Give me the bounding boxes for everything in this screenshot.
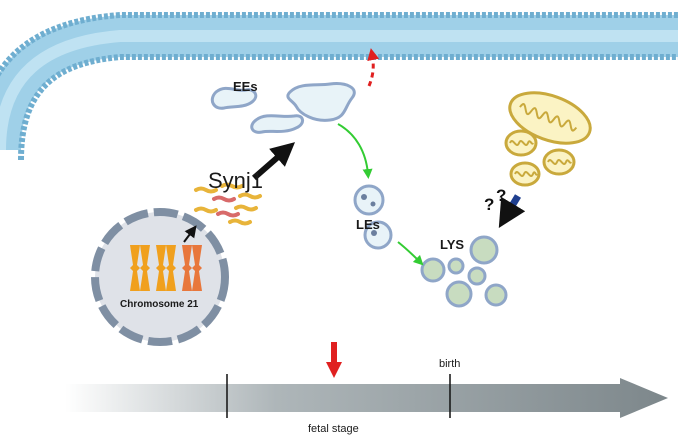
chromosome-3 [182, 245, 202, 291]
timeline [65, 342, 668, 418]
late-endosomes-label: LEs [356, 217, 380, 232]
lysosomes [420, 235, 508, 308]
mitochondrion-large [508, 91, 592, 145]
chromosome-label: Chromosome 21 [120, 299, 199, 310]
lysosome-4 [467, 266, 487, 286]
birth-label: birth [439, 358, 461, 370]
lysosome-3 [469, 235, 499, 265]
nucleus [91, 208, 229, 346]
early-endosome-3 [250, 114, 304, 134]
arrow-les-to-lys [397, 241, 424, 266]
arrow-mitochondria-to-lys [498, 194, 526, 229]
question-mark-2: ? [496, 186, 507, 205]
early-endosomes-label: EEs [233, 79, 258, 94]
mitochondrion-4 [509, 161, 541, 187]
chromosome-21-copies [130, 245, 202, 291]
arrow-synj1-to-ees [252, 142, 296, 181]
chromosome-2 [156, 245, 176, 291]
arrow-nucleus-to-mrna [183, 225, 197, 243]
plasma-membrane [0, 12, 678, 161]
lysosome-1 [420, 257, 446, 283]
lysosome-6 [484, 283, 508, 307]
lysosome-5 [445, 280, 473, 308]
arrow-ees-to-membrane [367, 48, 380, 87]
chromosome-1 [130, 245, 150, 291]
mitochondria [504, 91, 592, 187]
lysosomes-label: LYS [440, 237, 465, 252]
gene-label: Synj1 [208, 168, 264, 193]
mitochondrion-2 [504, 129, 538, 157]
arrow-ees-to-les [337, 123, 373, 179]
timeline-arrow [65, 378, 668, 418]
fetal-stage-label: fetal stage [308, 423, 359, 435]
question-mark-1: ? [484, 195, 495, 214]
mitochondrion-3 [542, 148, 576, 176]
late-endosome-1 [353, 184, 385, 216]
late-endosome-2 [363, 220, 393, 250]
lysosome-2 [447, 257, 465, 275]
fetal-stage-marker [326, 342, 342, 378]
early-endosome-2 [286, 82, 356, 122]
early-endosome-1 [210, 86, 258, 110]
mrna-transcripts [194, 182, 262, 226]
early-endosomes [210, 82, 356, 134]
late-endosomes [353, 184, 393, 250]
